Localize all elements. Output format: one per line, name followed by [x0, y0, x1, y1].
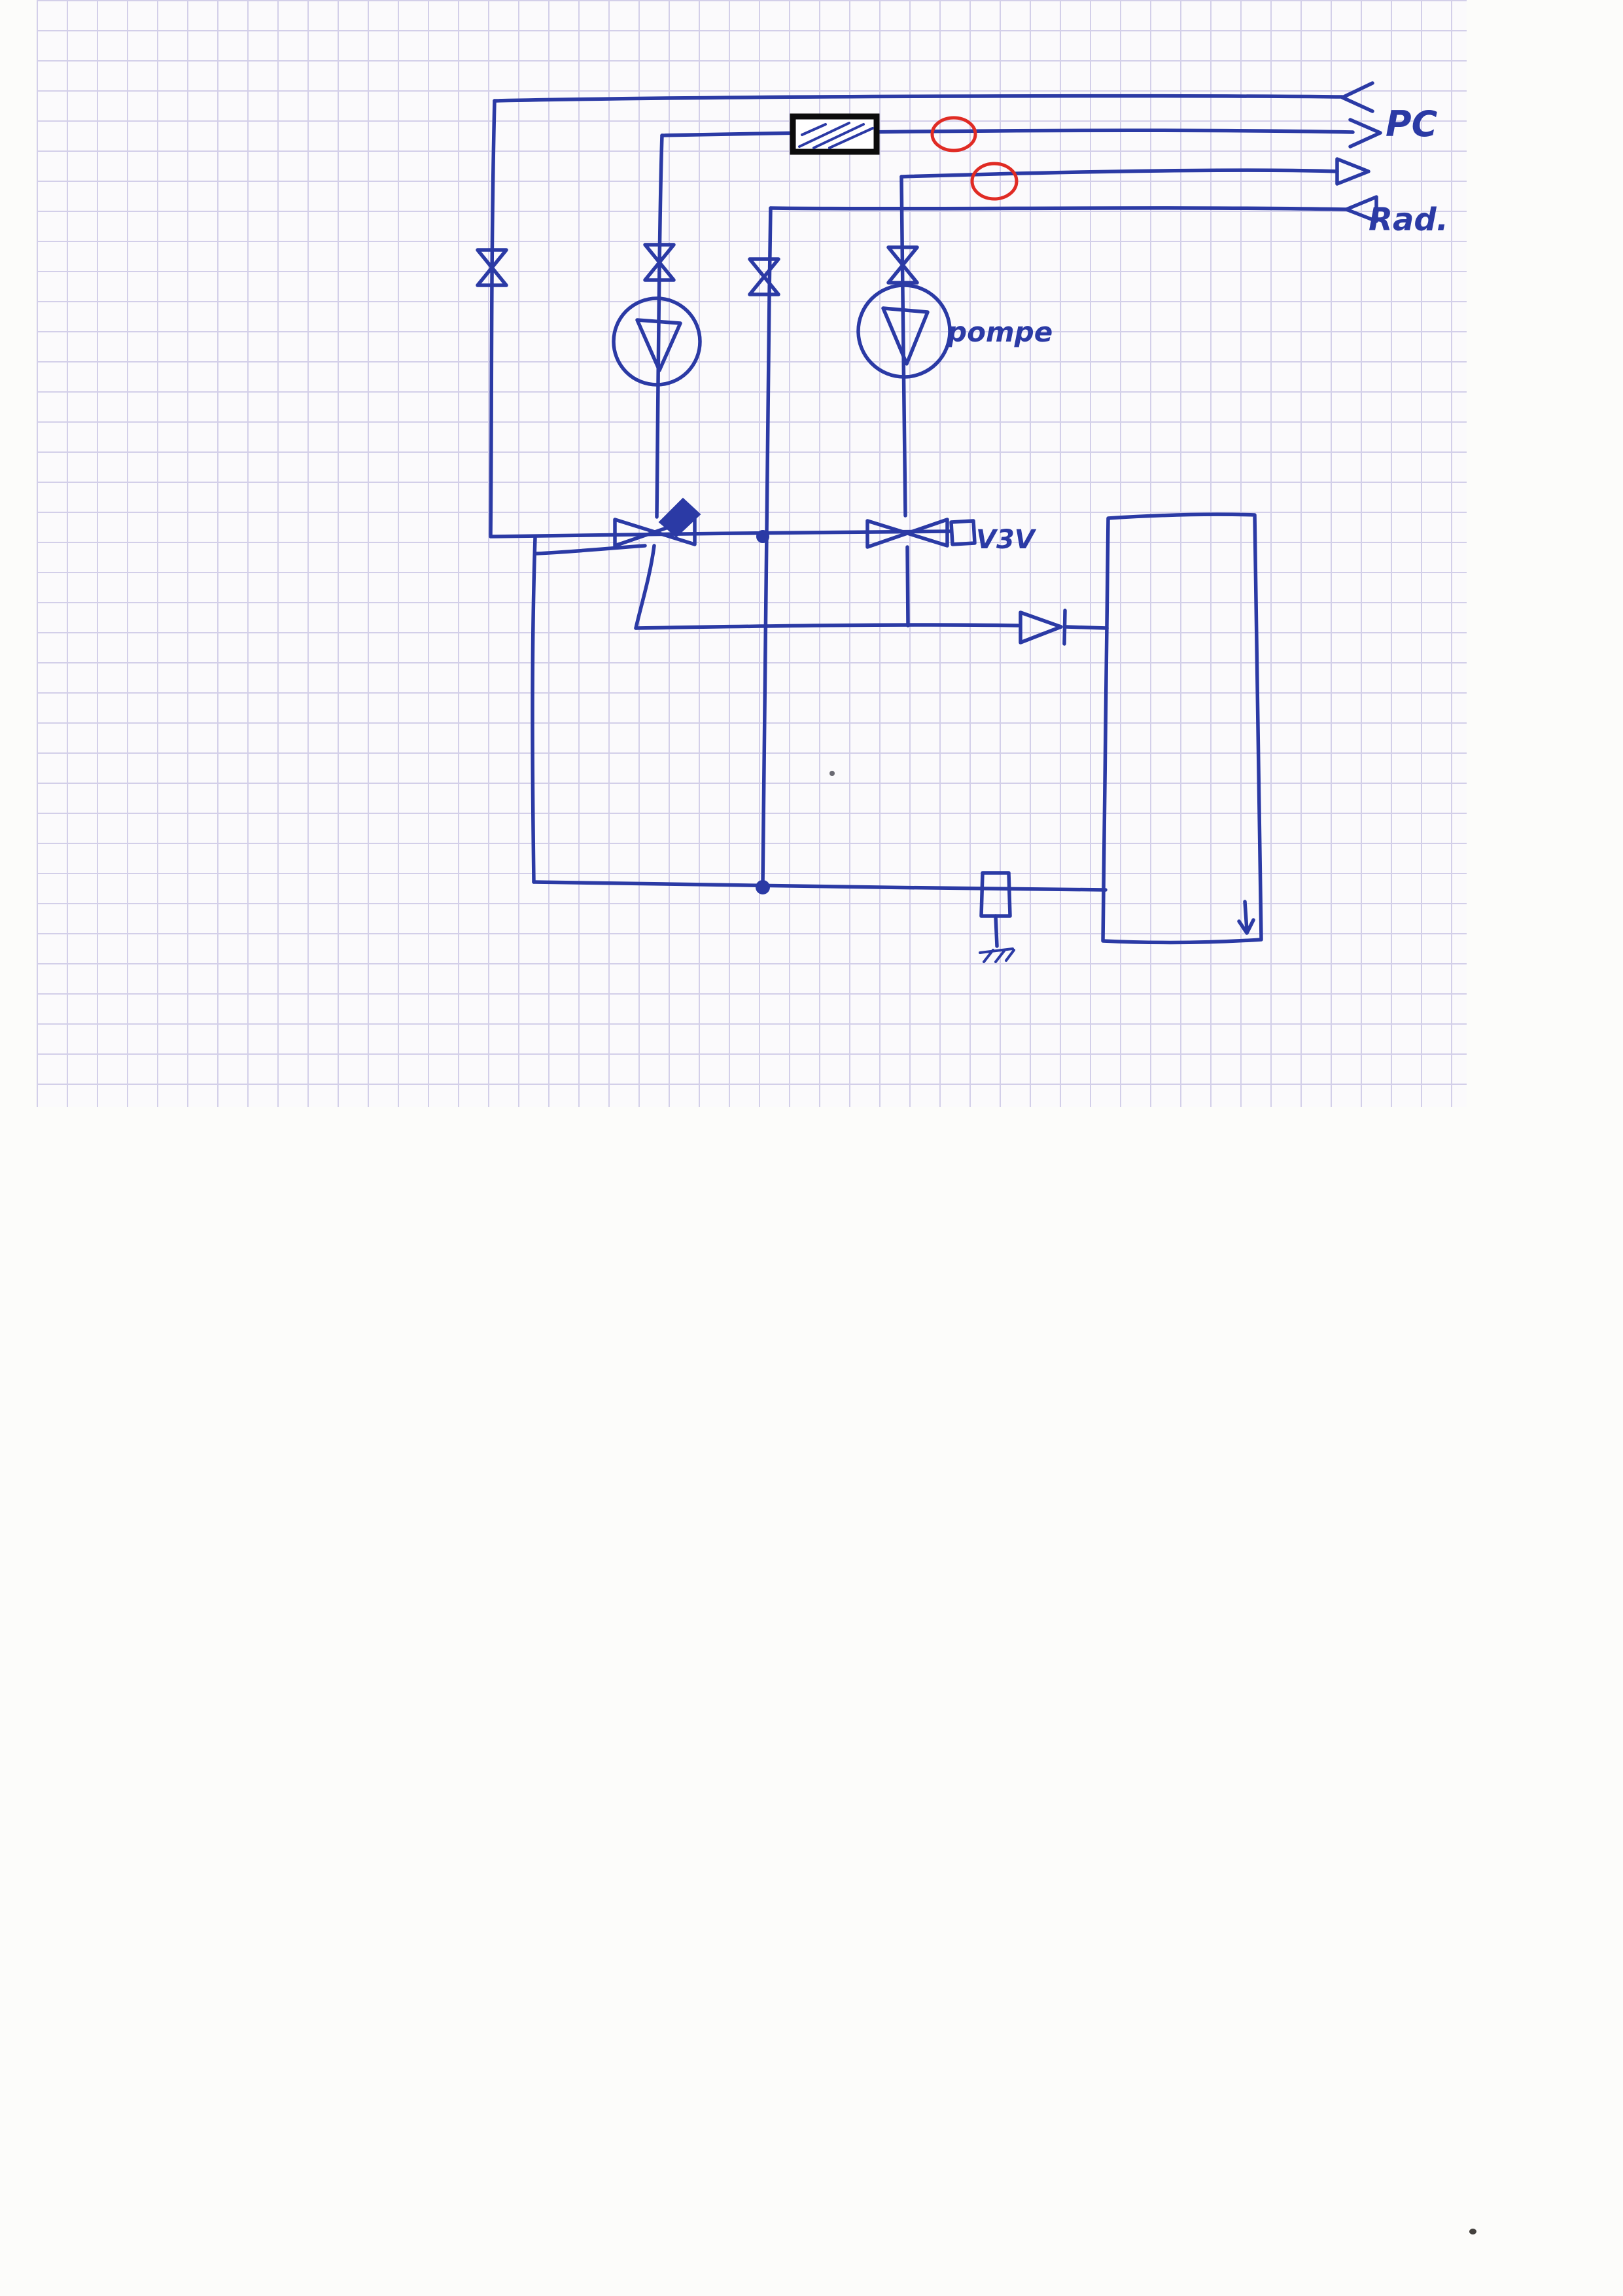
gate-valve-4-icon [886, 245, 919, 285]
pipe-return-1 [899, 168, 1339, 179]
three-way-valve-left-actuator [658, 497, 701, 538]
pipe-bottom-header [532, 880, 1108, 892]
pump-1-icon [612, 296, 702, 387]
pipe-bypass-2 [1064, 625, 1109, 630]
tank-flow-arrow-icon [1237, 900, 1255, 935]
label-rad: Rad. [1369, 202, 1448, 238]
pipe-mid-header [489, 529, 952, 539]
pipe-valve-drop-right [905, 545, 910, 627]
label-pc: PC [1386, 103, 1438, 145]
drain-pipe [994, 914, 999, 948]
label-pompe: pompe [947, 316, 1053, 348]
graph-paper-grid [37, 0, 1467, 1107]
pump-1-impeller [635, 318, 682, 372]
drain-valve-icon [979, 871, 1012, 918]
gate-valve-3-icon [748, 257, 780, 296]
three-way-valve-v3v-actuator [949, 519, 977, 546]
flow-arrow-4-icon [1344, 195, 1378, 223]
junction-dot-1 [756, 530, 769, 543]
schematic-drawing: PC Rad. pompe V3V [476, 81, 1448, 963]
drain-hatch-icon [979, 947, 1015, 963]
red-circle-2 [970, 162, 1019, 201]
tank [1101, 512, 1263, 945]
label-v3v: V3V [976, 525, 1037, 555]
ink-speck-2 [1469, 2229, 1476, 2234]
pump-2-icon [856, 283, 952, 379]
pipe-return-2 [769, 206, 1348, 211]
pipe-supply-2 [660, 128, 1355, 137]
pipe-bypass [634, 623, 1020, 630]
gate-valve-2-icon [643, 243, 676, 282]
pump-2-impeller [881, 306, 930, 366]
ink-speck-1 [829, 771, 835, 776]
junction-dot-2 [756, 880, 770, 894]
pipe-branch-1 [489, 99, 497, 537]
three-way-valve-v3v-icon [865, 518, 949, 549]
pipe-supply-1 [493, 94, 1344, 103]
pipe-branch-2 [655, 133, 664, 519]
flow-arrow-2-icon [1348, 118, 1382, 149]
pipe-left-riser [531, 536, 537, 884]
pipe-mid-header-double [534, 544, 647, 556]
pipe-branch-4 [899, 175, 907, 518]
check-valve-icon [1019, 610, 1063, 645]
black-marker-rect [790, 113, 880, 155]
pipe-valve-drop-left [634, 544, 656, 630]
red-circle-1 [930, 116, 977, 152]
gate-valve-1-icon [476, 248, 508, 287]
pipe-branch-3 [761, 206, 773, 887]
flow-arrow-1-icon [1340, 81, 1374, 113]
flow-arrow-3-icon [1335, 157, 1370, 186]
marker-hatch [798, 122, 874, 149]
